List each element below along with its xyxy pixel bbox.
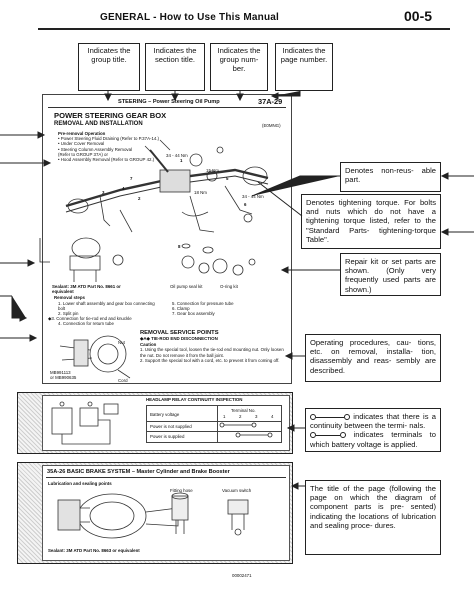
brake-fitting-label: Fitting hose: [170, 488, 193, 493]
callout-repair-kit: Repair kit or set parts are shown. (Only…: [340, 253, 441, 296]
brake-header: 35A-26 BASIC BRAKE SYSTEM – Master Cylin…: [47, 469, 230, 475]
pre-removal-line: • Hood Assembly Removal (Refer to GROUP …: [58, 157, 155, 163]
sample-code: (E0MNG): [262, 123, 281, 128]
battery-symbol: [310, 431, 346, 439]
relay-heading: HEADLAMP RELAY CONTINUITY INSPECTION: [146, 397, 243, 402]
torque-label: 34 - 44 Nm: [166, 153, 188, 158]
relay-terminal: 1: [223, 414, 226, 419]
removal-step: 6. Clamp: [172, 306, 190, 311]
pre-removal-box: Pre-removal Operation • Power Steering F…: [58, 131, 166, 165]
brake-fitting-label: Vacuum switch: [222, 488, 252, 493]
callout-group-number: Indicates the group num- ber.: [210, 43, 268, 91]
torque-label: 15 Nm: [206, 168, 219, 173]
removal-steps-block: Removal steps 1. Lower shaft assembly an…: [48, 295, 286, 329]
callout-section-title: Indicates the section title.: [145, 43, 205, 91]
removal-step: 5. Connection for pressure tube: [172, 301, 234, 306]
relay-table-terminal-header: Terminal No.: [231, 408, 256, 413]
part-number: 3: [102, 190, 105, 195]
part-number: 5: [226, 176, 229, 181]
part-number: 7: [130, 176, 133, 181]
relay-row-label: Power is supplied: [150, 434, 185, 439]
removal-step: ◆3. Connection for tie-rod end and knuck…: [48, 316, 132, 321]
relay-terminal: 2: [239, 414, 242, 419]
callout-title-of-page: The title of the page (following the pag…: [305, 480, 441, 555]
removal-step: 2. Split pin: [58, 311, 79, 316]
part-number: 4: [122, 186, 125, 191]
tool-label: Cord: [118, 378, 128, 383]
removal-point-sub: ◆A◆ TIE-ROD END DISCONNECTION: [140, 336, 218, 341]
removal-points-heading: REMOVAL SERVICE POINTS: [140, 330, 219, 336]
caution-line: 1. Using the special tool, loosen the ti…: [140, 347, 284, 358]
tool-label: or MB990635: [50, 375, 77, 380]
part-number: 8: [178, 244, 181, 249]
torque-label: 34 - 44 Nm: [242, 194, 264, 199]
relay-table-divider: [147, 421, 281, 422]
sample-header-right: 37A-29: [258, 97, 283, 106]
pre-removal-line: • Under Cover Removal: [58, 141, 105, 147]
part-number: 1: [180, 158, 183, 163]
tool-label: Nut: [118, 340, 125, 345]
part-number: 2: [138, 196, 141, 201]
callout-group-title: Indicates the group title.: [78, 43, 140, 91]
pre-removal-line: (Refer to GROUP 37A) or: [58, 151, 108, 157]
caution-heading: Caution: [140, 342, 157, 348]
sample-subtitle: REMOVAL AND INSTALLATION: [54, 121, 143, 127]
callout-non-reusable: Denotes non-reus- able part.: [340, 162, 441, 192]
brake-sealant: Sealant: 3M ATD Part No. 8663 or equival…: [48, 548, 140, 553]
pre-removal-heading: Pre-removal Operation: [58, 131, 106, 136]
page-number: 00-5: [404, 8, 433, 24]
tool-label: MB991113: [50, 370, 71, 375]
footer-code: 00002471: [232, 573, 252, 578]
callout-page-number: Indicates the page number.: [275, 43, 333, 91]
brake-lub-heading: Lubrication and sealing points: [48, 481, 112, 486]
page-header: GENERAL - How to Use This Manual 00-5: [0, 0, 474, 32]
callout-continuity: indicates that there is a continuity bet…: [305, 408, 441, 452]
removal-steps-heading: Removal steps: [54, 295, 85, 300]
pre-removal-line: • Power Steering Fluid Draining (Refer t…: [58, 136, 160, 142]
relay-terminal: 4: [271, 414, 274, 419]
sample-header-left: STEERING – Power Steering Oil Pump: [118, 99, 220, 105]
removal-step: 7. Gear box assembly: [172, 311, 215, 316]
part-number: 6: [244, 202, 247, 207]
manual-section-title: GENERAL - How to Use This Manual: [100, 12, 280, 23]
callout-operating-procedures: Operating procedures, cau- tions, etc. o…: [305, 334, 441, 382]
relay-terminal: 3: [255, 414, 258, 419]
sample-header-rule: [48, 107, 286, 108]
callout-tightening-torque: Denotes tightening torque. For bolts and…: [301, 194, 441, 249]
brake-header-rule: [46, 477, 286, 478]
pump-label: O-ring kit: [220, 284, 238, 289]
torque-label: 18 Nm: [194, 190, 207, 195]
header-rule: [38, 28, 450, 30]
relay-row-label: Power is not supplied: [150, 424, 192, 429]
relay-table-divider: [147, 431, 281, 432]
relay-table-battery-header: Battery voltage: [150, 412, 180, 417]
relay-table-col-divider: [217, 406, 218, 442]
removal-step: 1. Lower shaft assembly and gear box con…: [58, 301, 155, 312]
sealant-note: Sealant: 3M ATD Part No. 8661 or equival…: [52, 284, 121, 295]
pre-removal-line: • Steering Column Assembly Removal: [58, 146, 133, 152]
removal-step: 4. Connection for return tube: [58, 321, 114, 326]
relay-table: Battery voltage Terminal No. 1 2 3 4 Pow…: [146, 405, 282, 443]
caution-line: 2. Support the special tool with a cord,…: [140, 357, 280, 363]
sample-title: POWER STEERING GEAR BOX: [54, 111, 167, 120]
continuity-symbol: [310, 413, 350, 421]
pump-label: Oil pump seal kit: [170, 284, 203, 289]
sample-page-brake-inner: [42, 465, 290, 561]
removal-service-points: REMOVAL SERVICE POINTS ◆A◆ TIE-ROD END D…: [140, 330, 286, 380]
